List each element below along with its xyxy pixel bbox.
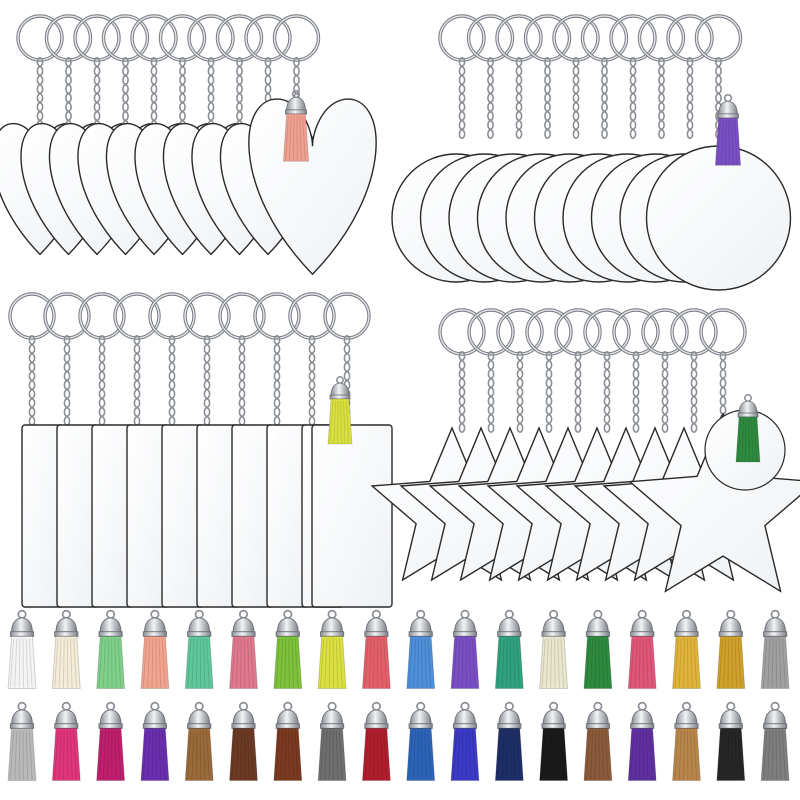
tassel <box>539 609 569 690</box>
circle-acrylic-blank <box>645 145 792 291</box>
tassel <box>51 701 81 782</box>
tassel <box>627 609 657 690</box>
tassel <box>361 701 391 782</box>
circle-keychain <box>645 14 792 291</box>
tassel <box>317 609 347 690</box>
chain <box>65 56 72 131</box>
tassel <box>627 701 657 782</box>
chain <box>203 334 211 426</box>
tassel <box>96 609 126 690</box>
tassel <box>672 609 701 690</box>
tassel <box>327 376 353 445</box>
chain <box>545 350 553 433</box>
chain <box>690 350 698 433</box>
chain <box>487 350 495 433</box>
chain <box>308 334 316 426</box>
chain <box>458 56 466 140</box>
tassel <box>760 701 790 782</box>
tassel <box>672 701 701 782</box>
chain <box>273 334 281 426</box>
chain <box>28 334 36 426</box>
rectangle-keychain <box>78 292 135 608</box>
rectangle-keychain <box>218 292 275 608</box>
chain <box>574 350 582 433</box>
chain <box>658 56 665 140</box>
tassel <box>140 701 170 782</box>
chain <box>661 350 669 433</box>
chain <box>458 350 466 433</box>
chain <box>516 350 524 433</box>
tassel <box>184 609 214 690</box>
heart-keychain-group <box>0 14 377 276</box>
tassel <box>450 609 480 690</box>
chain <box>515 56 523 140</box>
tassel <box>714 93 742 166</box>
circle-keychain-group <box>391 14 792 291</box>
chain <box>236 56 243 131</box>
tassel <box>140 609 170 690</box>
chain <box>207 56 215 131</box>
tassel <box>282 89 310 162</box>
tassel <box>317 701 347 782</box>
chain <box>238 334 246 426</box>
tassel <box>539 701 569 782</box>
rectangle-keychain-group <box>8 292 393 608</box>
chain <box>544 56 551 140</box>
chain <box>719 350 727 433</box>
chain <box>63 334 71 426</box>
tassel <box>494 609 524 690</box>
chain <box>629 56 637 140</box>
tassel <box>450 701 480 782</box>
tassel <box>184 701 214 782</box>
star-keychain <box>628 308 800 593</box>
tassel <box>760 609 790 690</box>
chain <box>98 334 106 426</box>
chain <box>150 56 158 131</box>
tassel <box>273 701 303 782</box>
chain <box>632 350 640 433</box>
rectangle-keychain <box>148 292 205 608</box>
star-keychain-group <box>370 308 800 593</box>
tassel <box>406 701 436 782</box>
tassel <box>229 701 258 782</box>
chain <box>93 56 101 131</box>
tassel <box>7 609 37 690</box>
tassel <box>494 701 524 782</box>
tassel <box>361 609 391 690</box>
tassel <box>96 701 126 782</box>
chain <box>168 334 176 426</box>
chain <box>601 56 608 140</box>
tassel <box>406 609 436 690</box>
loose-tassels-grid <box>7 609 790 782</box>
tassel <box>716 609 746 690</box>
tassel <box>716 701 746 782</box>
tassel <box>51 609 81 690</box>
rectangle-keychain <box>113 292 170 608</box>
rectangle-keychain <box>8 292 65 608</box>
tassel <box>7 701 37 782</box>
star-acrylic-blank <box>628 412 800 593</box>
heart-keychain <box>248 14 377 276</box>
chain <box>133 334 141 426</box>
tassel <box>583 609 613 690</box>
tassel <box>735 394 761 463</box>
chain <box>603 350 611 433</box>
tassel <box>229 609 258 690</box>
rectangle-acrylic-blank <box>311 424 393 608</box>
chain <box>487 56 494 140</box>
tassel <box>583 701 613 782</box>
tassel <box>273 609 303 690</box>
rectangle-keychain <box>311 292 393 608</box>
chain <box>122 56 129 131</box>
chain <box>686 56 694 140</box>
chain <box>572 56 580 140</box>
heart-acrylic-blank <box>248 98 377 276</box>
chain <box>179 56 186 131</box>
chain <box>36 56 44 131</box>
